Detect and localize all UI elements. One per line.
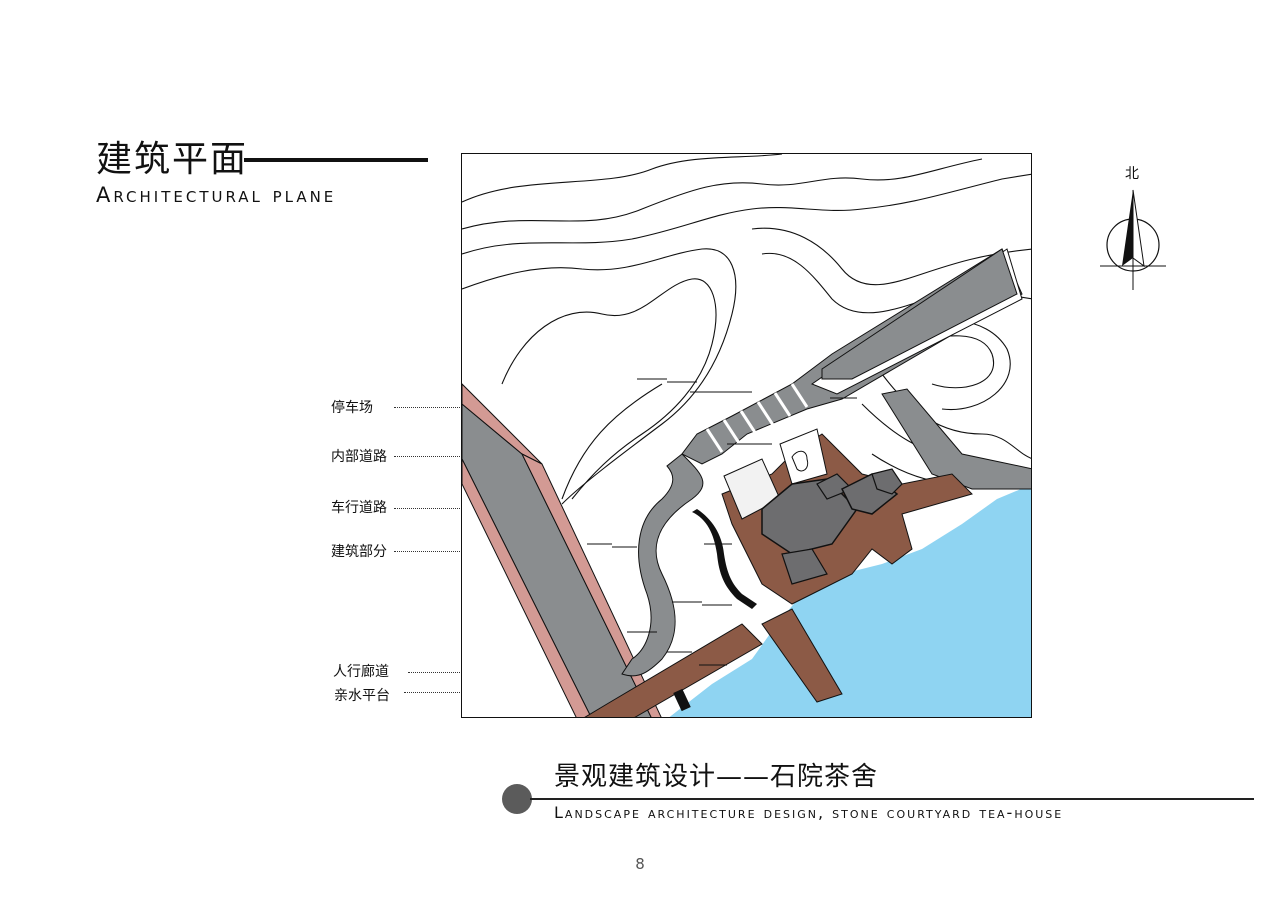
north-label: 北 [1125, 166, 1139, 182]
label-parking: 停车场 [331, 400, 373, 416]
page-title: 建筑平面 [96, 139, 249, 180]
label-waterfront-platform: 亲水平台 [334, 688, 390, 704]
page-subtitle: Architectural plane [96, 183, 337, 207]
label-internal-road: 内部道路 [331, 449, 387, 465]
label-pedestrian-corridor: 人行廊道 [333, 664, 389, 680]
label-vehicle-road: 车行道路 [331, 500, 387, 516]
page-number: 8 [635, 855, 645, 873]
footer-title-en: Landscape architecture design, stone cou… [554, 803, 1064, 822]
water-area [669, 484, 1031, 717]
footer-rule [530, 798, 1254, 800]
footer-title-cn: 景观建筑设计——石院茶舍 [554, 762, 879, 792]
footer-dot [502, 784, 532, 814]
title-underline [244, 158, 428, 162]
annotation-ticks [587, 378, 857, 666]
label-building: 建筑部分 [331, 544, 387, 560]
north-arrow-icon [1100, 162, 1166, 292]
parking-stalls [705, 383, 809, 453]
site-plan-drawing [461, 153, 1032, 718]
